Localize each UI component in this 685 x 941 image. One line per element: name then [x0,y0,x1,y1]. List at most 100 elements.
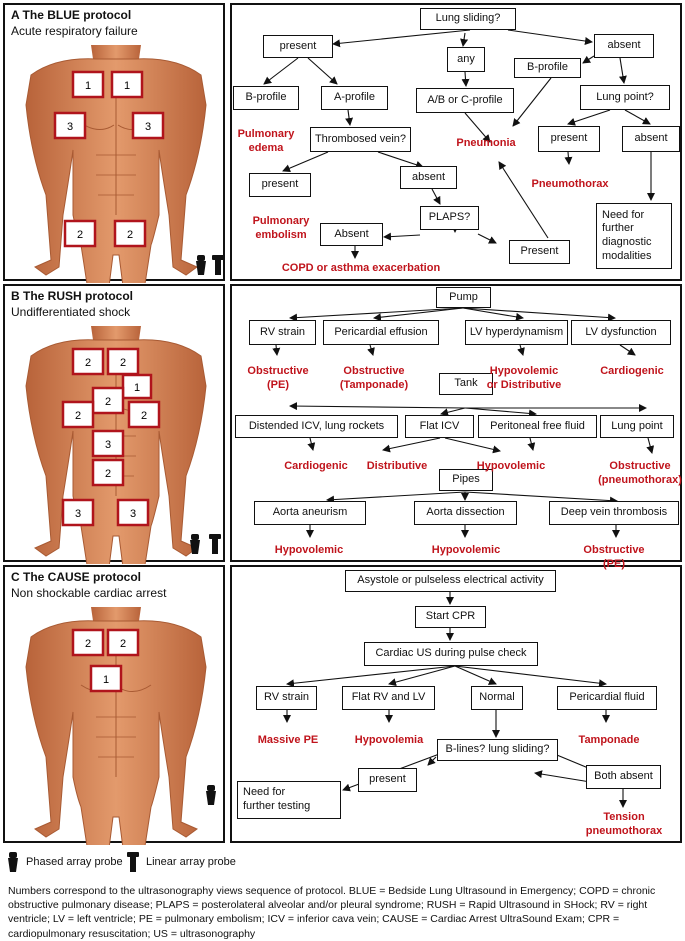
box-dvt: Deep vein thrombosis [549,501,679,525]
zone-b-9: 3 [130,508,136,520]
box-thrombosed-vein: Thrombosed vein? [310,127,411,152]
panel-a-figure: A The BLUE protocol Acute respiratory fa… [3,3,225,283]
zone-c-0: 2 [85,638,91,650]
box-ab-c-profile: A/B or C-profile [416,88,514,113]
zone-a-0: 1 [85,80,91,92]
zone-b-1: 2 [120,357,126,369]
box-b-profile-right: B-profile [514,58,581,78]
body-illustration-c: 2 2 1 [25,606,216,845]
zone-b-3: 2 [105,396,111,408]
box-present-cause: present [358,768,417,792]
zone-a-2: 3 [67,121,73,133]
outcome-hypovolemic-3: Hypovolemic [431,544,501,556]
box-tv-present: present [249,173,311,197]
box-lung-sliding: Lung sliding? [420,8,516,30]
box-lp-present: present [538,126,600,152]
box-lung-point: Lung point? [580,85,670,110]
outcome-distributive: Distributive [366,460,428,472]
zone-c-2: 1 [103,674,109,686]
box-absent: absent [594,34,654,58]
footnote: Numbers correspond to the ultrasonograph… [8,885,656,940]
box-lv-hyper: LV hyperdynamism [465,320,568,345]
box-any: any [447,47,485,72]
outcome-massive-pe: Massive PE [257,734,319,746]
box-rv-strain-cause: RV strain [256,686,317,710]
outcome-obstructive-pe: Obstructive (PE) [247,365,309,392]
box-plaps-present: Present [509,240,570,264]
zone-b-6: 3 [105,439,111,451]
panel-c-subtitle: Non shockable cardiac arrest [11,586,167,600]
outcome-tamponade: Tamponade [578,734,640,746]
legend-phased: Phased array probe [6,851,123,873]
outcome-hypovolemic-1: Hypovolemic [476,460,546,472]
box-plaps-absent: Absent [320,223,383,246]
linear-probe-icon [209,534,221,554]
box-pericardial-fluid: Pericardial fluid [557,686,657,710]
panel-c-figure: C The CAUSE protocol Non shockable cardi… [3,565,225,845]
outcome-obstructive-ptx: Obstructive (pneumothorax) [598,460,682,487]
panel-b-subtitle: Undifferentiated shock [11,305,131,319]
body-illustration-b: 2 2 1 2 2 2 3 2 3 3 [25,325,221,564]
box-pericardial-effusion: Pericardial effusion [323,320,439,345]
outcome-hypovolemia: Hypovolemia [354,734,424,746]
linear-probe-icon [212,255,224,275]
zone-a-5: 2 [127,229,133,241]
outcome-copd: COPD or asthma exacerbation [281,262,441,274]
outcome-pulmonary-edema: Pulmonary edema [237,128,295,155]
body-illustration-a: 1 1 3 3 2 2 [25,44,224,283]
box-blines: B-lines? lung sliding? [437,739,558,761]
panel-b-figure: B The RUSH protocol Undifferentiated sho… [3,284,225,564]
panel-a-title: A The BLUE protocol [11,8,132,22]
box-need-testing: Need for further testing [237,781,341,819]
zone-b-8: 3 [75,508,81,520]
outcome-obstructive-tamponade: Obstructive (Tamponade) [339,365,409,392]
phased-probe-icon [8,852,18,872]
box-lp-absent: absent [622,126,680,152]
box-flat-icv: Flat ICV [405,415,474,438]
box-present: present [263,35,333,58]
zone-b-4: 2 [75,410,81,422]
zone-b-2: 1 [134,382,140,394]
box-lung-point-rush: Lung point [600,415,674,438]
outcome-tension-ptx: Tension pneumothorax [585,811,663,838]
phased-probe-icon [206,785,216,805]
box-b-profile-left: B-profile [233,86,299,110]
zone-markers-a: 1 1 3 3 2 2 [53,70,165,248]
box-need-further: Need for further diagnostic modalities [596,203,672,269]
outcome-pulmonary-embolism: Pulmonary embolism [252,215,310,242]
linear-probe-icon [127,852,139,872]
box-asystole: Asystole or pulseless electrical activit… [345,570,556,592]
zone-b-0: 2 [85,357,91,369]
box-peritoneal: Peritoneal free fluid [478,415,597,438]
zone-b-7: 2 [105,468,111,480]
box-start-cpr: Start CPR [415,606,486,628]
phased-probe-icon [196,255,206,275]
box-plaps: PLAPS? [420,206,479,230]
zone-markers-b: 2 2 1 2 2 2 3 2 3 3 [61,347,161,527]
zone-a-3: 3 [145,121,151,133]
box-pipes: Pipes [439,469,493,491]
zone-c-1: 2 [120,638,126,650]
box-cardiac-us: Cardiac US during pulse check [364,642,538,666]
legend-linear-label: Linear array probe [146,856,236,868]
box-rv-strain: RV strain [249,320,316,345]
legend-linear: Linear array probe [126,851,236,873]
panel-c-title: C The CAUSE protocol [11,570,142,584]
zone-markers-c: 2 2 1 [71,628,140,693]
box-aorta-dissection: Aorta dissection [414,501,517,525]
box-tank: Tank [439,373,493,395]
panel-a-subtitle: Acute respiratory failure [11,24,138,38]
box-normal: Normal [471,686,523,710]
box-aorta-aneurism: Aorta aneurism [254,501,366,525]
zone-a-4: 2 [77,229,83,241]
outcome-pneumonia: Pneumonia [456,137,516,149]
box-flat-rv-lv: Flat RV and LV [342,686,435,710]
outcome-cardiogenic-1: Cardiogenic [600,365,664,377]
box-pump: Pump [436,287,491,308]
outcome-cardiogenic-2: Cardiogenic [284,460,348,472]
box-distended-icv: Distended ICV, lung rockets [235,415,398,438]
outcome-pneumothorax: Pneumothorax [531,178,609,190]
zone-a-1: 1 [124,80,130,92]
outcome-hypovolemic-distributive: Hypovolemic or Distributive [486,365,562,392]
panel-b-title: B The RUSH protocol [11,289,133,303]
